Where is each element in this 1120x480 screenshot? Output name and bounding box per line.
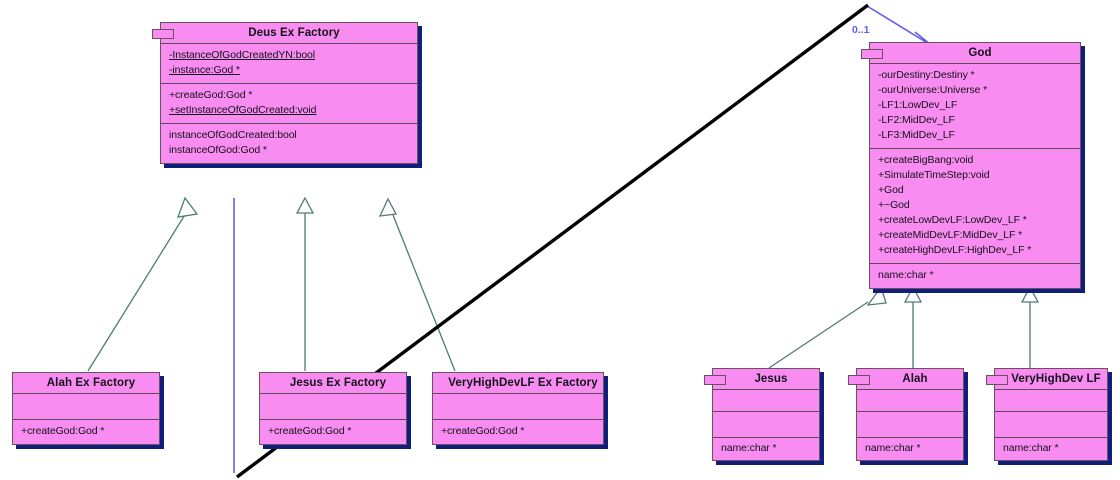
extra-compartment: name:char * <box>995 437 1107 460</box>
operations-compartment: +createGod:God * <box>433 419 603 444</box>
operations-compartment <box>713 411 819 437</box>
attributes-compartment <box>260 393 406 419</box>
class-tab-icon <box>861 49 883 59</box>
generalization-alahfactory-to-deusfactory <box>87 196 199 372</box>
class-title: Deus Ex Factory <box>248 27 340 39</box>
class-box-god[interactable]: God -ourDestiny:Destiny * -ourUniverse:U… <box>861 42 1081 289</box>
operations-compartment: +createGod:God * +setInstanceOfGodCreate… <box>161 83 417 123</box>
attributes-compartment <box>13 393 159 419</box>
attributes-compartment <box>857 389 963 411</box>
operation-item: +~God <box>878 199 910 211</box>
operation-item: +createGod:God * <box>268 425 352 437</box>
extra-item: name:char * <box>878 269 934 281</box>
class-title: Jesus <box>754 373 788 385</box>
attributes-compartment <box>995 389 1107 411</box>
operation-item: +createLowDevLF:LowDev_LF * <box>878 214 1027 226</box>
operation-item: +SimulateTimeStep:void <box>878 169 990 181</box>
extra-item: instanceOfGodCreated:bool <box>169 129 297 141</box>
attributes-compartment: -ourDestiny:Destiny * -ourUniverse:Unive… <box>870 63 1080 148</box>
class-box-veryhighdev-lf[interactable]: VeryHighDev LF name:char * <box>986 368 1108 461</box>
attribute-item: -instance:God * <box>169 64 240 76</box>
operations-compartment: +createGod:God * <box>13 419 159 444</box>
attributes-compartment <box>713 389 819 411</box>
class-box-alah[interactable]: Alah name:char * <box>848 368 964 461</box>
attributes-compartment <box>433 393 603 419</box>
class-title: Jesus Ex Factory <box>289 377 387 389</box>
attribute-item: -ourUniverse:Universe * <box>878 84 988 96</box>
extra-compartment: instanceOfGodCreated:bool instanceOfGod:… <box>161 123 417 163</box>
operation-item: +createGod:God * <box>441 425 525 437</box>
class-tab-icon <box>848 375 870 385</box>
operations-compartment <box>995 411 1107 437</box>
operation-item: +createMidDevLF:MidDev_LF * <box>878 229 1023 241</box>
class-box-deus-ex-factory[interactable]: Deus Ex Factory -InstanceOfGodCreatedYN:… <box>152 22 418 164</box>
operation-item: +createHighDevLF:HighDev_LF * <box>878 244 1032 256</box>
operation-item: +God <box>878 184 904 196</box>
association-multiplicity-label: 0..1 <box>852 24 870 36</box>
extra-item: name:char * <box>865 442 921 454</box>
class-title: VeryHighDev LF <box>1011 373 1101 385</box>
extra-compartment: name:char * <box>713 437 819 460</box>
attribute-item: -InstanceOfGodCreatedYN:bool <box>169 49 316 61</box>
attribute-item: -LF3:MidDev_LF <box>878 129 955 141</box>
attribute-item: -ourDestiny:Destiny * <box>878 69 975 81</box>
operations-compartment: +createGod:God * <box>260 419 406 444</box>
class-box-alah-ex-factory[interactable]: Alah Ex Factory +createGod:God * <box>12 372 160 445</box>
generalization-vhdlffactory-to-deusfactory <box>378 197 456 372</box>
class-title: God <box>968 47 992 59</box>
extra-compartment: name:char * <box>870 263 1080 288</box>
generalization-jesus-to-god <box>768 285 887 369</box>
class-box-jesus[interactable]: Jesus name:char * <box>704 368 820 461</box>
generalization-alah-to-god <box>903 285 923 368</box>
operations-compartment <box>857 411 963 437</box>
class-title: Alah <box>902 373 928 385</box>
extra-compartment: name:char * <box>857 437 963 460</box>
generalization-jesusfactory-to-deusfactory <box>295 196 315 371</box>
attribute-item: -LF1:LowDev_LF <box>878 99 958 111</box>
operation-item: +setInstanceOfGodCreated:void <box>169 104 317 116</box>
class-box-veryhighdevlf-ex-factory[interactable]: VeryHighDevLF Ex Factory +createGod:God … <box>432 372 604 445</box>
operation-item: +createGod:God * <box>169 89 253 101</box>
extra-item: name:char * <box>721 442 777 454</box>
class-tab-icon <box>152 29 174 39</box>
class-title: Alah Ex Factory <box>46 377 136 389</box>
class-tab-icon <box>986 375 1008 385</box>
attribute-item: -LF2:MidDev_LF <box>878 114 955 126</box>
generalization-veryhighdevlf-to-god <box>1020 285 1040 368</box>
class-box-jesus-ex-factory[interactable]: Jesus Ex Factory +createGod:God * <box>259 372 407 445</box>
class-tab-icon <box>704 375 726 385</box>
attributes-compartment: -InstanceOfGodCreatedYN:bool -instance:G… <box>161 43 417 83</box>
extra-item: name:char * <box>1003 442 1059 454</box>
operation-item: +createBigBang:void <box>878 154 974 166</box>
extra-item: instanceOfGod:God * <box>169 144 267 156</box>
operations-compartment: +createBigBang:void +SimulateTimeStep:vo… <box>870 148 1080 263</box>
operation-item: +createGod:God * <box>21 425 105 437</box>
class-title: VeryHighDevLF Ex Factory <box>448 377 598 389</box>
